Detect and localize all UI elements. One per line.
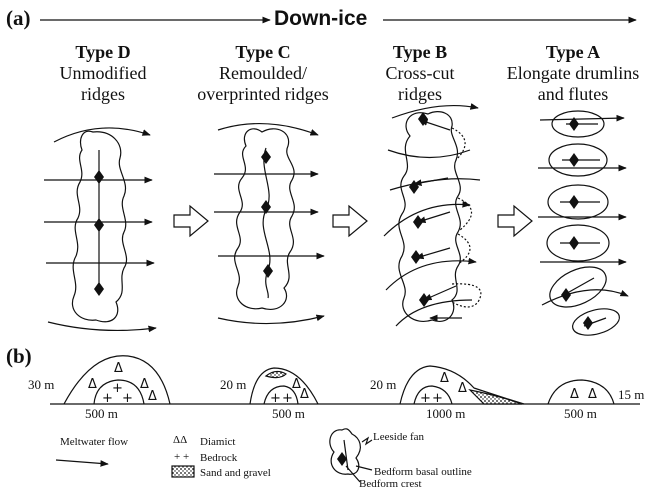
profile-b-width: 1000 m: [426, 406, 466, 421]
type-a-title: Type A: [545, 42, 601, 62]
profile-d-width: 500 m: [85, 406, 118, 421]
profile-a-symbol: Δ: [570, 387, 579, 402]
profile-b-symbol: +: [420, 391, 431, 406]
transition-arrow-b-a: [497, 204, 533, 238]
profile-b-height: 20 m: [370, 377, 397, 392]
legend-meltwater-arrow: [55, 459, 109, 467]
profile-c: [249, 367, 319, 405]
profile-b-symbol: +: [432, 391, 443, 406]
legend-crest-label: Bedform crest: [359, 478, 422, 490]
type-d-heading: Type D Unmodified ridges: [38, 42, 168, 105]
type-c-title: Type C: [235, 42, 291, 62]
legend-sand-swatch: [171, 465, 195, 478]
panel-b-label: (b): [6, 344, 32, 368]
profile-c-symbol: +: [270, 391, 281, 406]
profile-d: [63, 355, 171, 405]
legend-diamict-label: Diamict: [200, 436, 236, 448]
profile-c-symbol: Δ: [300, 387, 309, 402]
type-a-drumlins: [538, 110, 629, 336]
profile-d-symbol: Δ: [114, 361, 123, 376]
type-b-title: Type B: [392, 42, 448, 62]
profile-a-height: 15 m: [618, 387, 645, 402]
legend-outline-label: Bedform basal outline: [374, 466, 472, 478]
type-d-desc-1: Unmodified: [59, 63, 147, 83]
legend-bedrock-symbol: + +: [174, 451, 190, 463]
type-c-desc-1: Remoulded/: [219, 63, 307, 83]
profile-c-symbol: Δ: [292, 377, 301, 392]
profile-d-symbol: Δ: [140, 377, 149, 392]
legend-diamict-symbol: ΔΔ: [173, 434, 188, 446]
profile-d-symbol: Δ: [148, 389, 157, 404]
profile-d-height: 30 m: [28, 377, 55, 392]
type-b-desc-2: ridges: [398, 84, 442, 104]
profile-b-symbol: Δ: [440, 371, 449, 386]
transition-arrow-c-b: [332, 204, 368, 238]
legend-bedrock-label: Bedrock: [200, 452, 238, 464]
profile-d-symbol: +: [112, 381, 123, 396]
type-c-ridge: [214, 122, 325, 325]
profile-c-symbol: +: [282, 391, 293, 406]
type-c-heading: Type C Remoulded/ overprinted ridges: [178, 42, 348, 105]
type-b-desc-1: Cross-cut: [385, 63, 455, 83]
profile-b-symbol: Δ: [458, 381, 467, 396]
type-d-title: Type D: [75, 42, 131, 62]
transition-arrow-d-c: [173, 204, 209, 238]
type-b-heading: Type B Cross-cut ridges: [360, 42, 480, 105]
type-a-desc-1: Elongate drumlins: [506, 63, 640, 83]
type-a-heading: Type A Elongate drumlins and flutes: [490, 42, 656, 105]
type-a-desc-2: and flutes: [537, 84, 609, 104]
profile-b: [399, 365, 525, 405]
profile-d-symbol: +: [102, 391, 113, 406]
profile-a-symbol: Δ: [588, 387, 597, 402]
legend-bedform-example: [329, 428, 373, 483]
legend-leeside-label: Leeside fan: [373, 431, 424, 443]
profile-a-width: 500 m: [564, 406, 597, 421]
profile-d-symbol: +: [122, 391, 133, 406]
legend-sand-label: Sand and gravel: [200, 467, 271, 479]
type-d-desc-2: ridges: [81, 84, 125, 104]
down-ice-label: Down-ice: [274, 7, 368, 30]
legend-meltwater-label: Meltwater flow: [60, 436, 129, 448]
panel-a-label: (a): [6, 6, 31, 30]
profile-d-symbol: Δ: [88, 377, 97, 392]
type-b-ridge: [383, 103, 482, 327]
profile-c-width: 500 m: [272, 406, 305, 421]
type-c-desc-2: overprinted ridges: [197, 84, 329, 104]
profile-c-height: 20 m: [220, 377, 247, 392]
profile-a: [547, 379, 615, 405]
